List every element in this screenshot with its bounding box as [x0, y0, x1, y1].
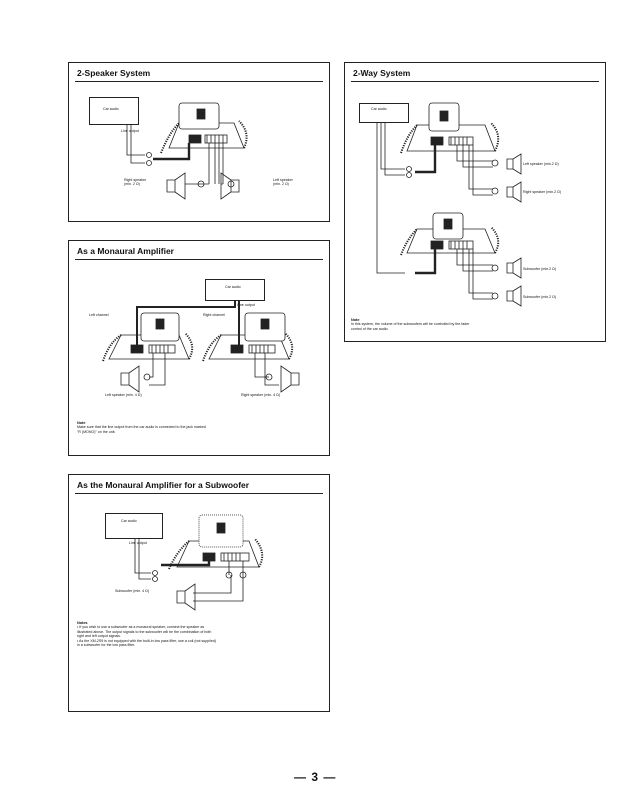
left-channel-label: Left channel	[89, 313, 109, 317]
title-rule	[351, 81, 599, 82]
subwoofer-2-label: Subwoofer (min.2 Ω)	[523, 295, 557, 299]
panel-title: As the Monaural Amplifier for a Subwoofe…	[77, 480, 250, 490]
car-audio-label: Car audio	[121, 519, 137, 523]
car-audio-label: Car audio	[103, 107, 119, 111]
panel-subwoofer-amplifier: As the Monaural Amplifier for a Subwoofe…	[68, 474, 330, 712]
subwoofer-wiring-diagram	[134, 514, 264, 611]
two-speaker-wiring-diagram	[126, 102, 248, 200]
note-item: • As the XM-2S9 is not equipped with the…	[77, 638, 217, 648]
left-speaker-label: Left speaker (min. 2 Ω)	[273, 178, 293, 187]
right-speaker-label: Right speaker (min. 4 Ω)	[241, 393, 281, 397]
car-audio-box	[359, 103, 409, 123]
car-audio-label: Car audio	[225, 285, 241, 289]
panel-monaural-amplifier: As a Monaural Amplifier Car audio Line o…	[68, 240, 330, 456]
note-title: Note	[77, 421, 86, 425]
note-title: Note	[351, 318, 360, 322]
panel-two-way-system: 2-Way System Car audio Left speaker (min…	[344, 62, 606, 342]
car-audio-box	[205, 279, 265, 301]
note-text: Make sure that the line output from the …	[77, 425, 206, 434]
left-speaker-label: Left speaker (min.2 Ω)	[523, 162, 559, 166]
title-rule	[75, 259, 323, 260]
note-text: In this system, the volume of the subwoo…	[351, 322, 470, 331]
right-channel-label: Right channel	[203, 313, 225, 317]
panel-two-speaker-system: 2-Speaker System Car audio Line output R…	[68, 62, 330, 222]
notes: Notes • If you wish to use a subwoofer a…	[77, 621, 217, 647]
monaural-wiring-diagram	[102, 301, 300, 393]
subwoofer-1-label: Subwoofer (min.2 Ω)	[523, 267, 557, 271]
right-speaker-label: Right speaker (min.2 Ω)	[523, 190, 562, 194]
subwoofer-speaker-label: Subwoofer (min. 4 Ω)	[115, 589, 150, 593]
panel-title: 2-Speaker System	[77, 68, 151, 78]
note: Note In this system, the volume of the s…	[351, 318, 481, 331]
line-output-label: Line output	[129, 541, 147, 545]
car-audio-label: Car audio	[371, 107, 387, 111]
note: Note Make sure that the line output from…	[77, 421, 207, 434]
two-way-wiring-diagram	[376, 102, 522, 307]
car-audio-box	[89, 97, 139, 125]
right-speaker-label: Right speaker (min. 2 Ω)	[124, 178, 147, 187]
note-item: • If you wish to use a subwoofer as a mo…	[77, 625, 212, 639]
page-number: — 3 —	[294, 770, 337, 784]
panel-title: 2-Way System	[353, 68, 411, 78]
panel-title: As a Monaural Amplifier	[77, 246, 174, 256]
left-speaker-label: Left speaker (min. 4 Ω)	[105, 393, 142, 397]
title-rule	[75, 81, 323, 82]
car-audio-box	[105, 513, 163, 539]
notes-title: Notes	[77, 621, 88, 625]
title-rule	[75, 493, 323, 494]
line-output-label: Line output	[121, 129, 139, 133]
line-output-label: Line output	[237, 303, 255, 307]
